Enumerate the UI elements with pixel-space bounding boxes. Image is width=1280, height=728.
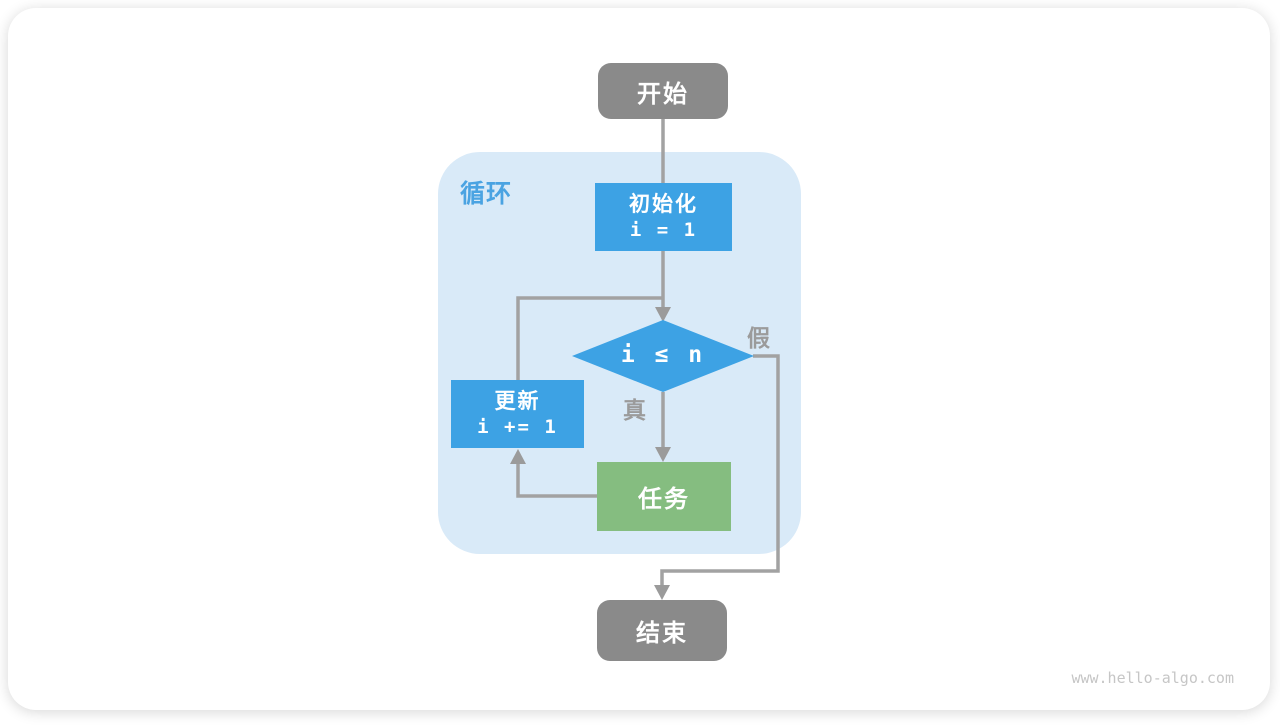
- condition-label: i ≤ n: [620, 342, 706, 368]
- canvas-card: 循环 开始 初始化 i = 1 i ≤ n 更新 i += 1 任务 结束: [8, 8, 1270, 710]
- update-node-code: i += 1: [477, 416, 558, 439]
- arrowhead-into-condition: [655, 307, 671, 322]
- task-node: 任务: [597, 462, 731, 531]
- init-node: 初始化 i = 1: [595, 183, 732, 251]
- arrowhead-into-update: [510, 449, 526, 464]
- loop-region-label: 循环: [460, 180, 513, 208]
- arrowhead-into-end: [654, 585, 670, 600]
- watermark-url: www.hello-algo.com: [1071, 669, 1234, 687]
- update-node-label: 更新: [494, 390, 541, 413]
- start-node-label: 开始: [637, 80, 689, 108]
- edge-update-to-main: [516, 296, 663, 380]
- true-branch-label: 真: [623, 397, 646, 423]
- init-node-code: i = 1: [629, 219, 698, 242]
- end-node-label: 结束: [636, 620, 688, 647]
- condition-diamond: [572, 320, 754, 392]
- init-node-label: 初始化: [629, 193, 698, 216]
- end-node: 结束: [597, 600, 727, 661]
- edge-task-to-update: [516, 462, 597, 498]
- update-node: 更新 i += 1: [451, 380, 584, 448]
- arrowhead-into-task: [655, 447, 671, 462]
- start-node: 开始: [598, 63, 728, 119]
- flow-connectors: [510, 118, 780, 600]
- task-node-label: 任务: [638, 486, 690, 513]
- edge-condition-to-end: [660, 354, 780, 587]
- false-branch-label: 假: [747, 325, 770, 351]
